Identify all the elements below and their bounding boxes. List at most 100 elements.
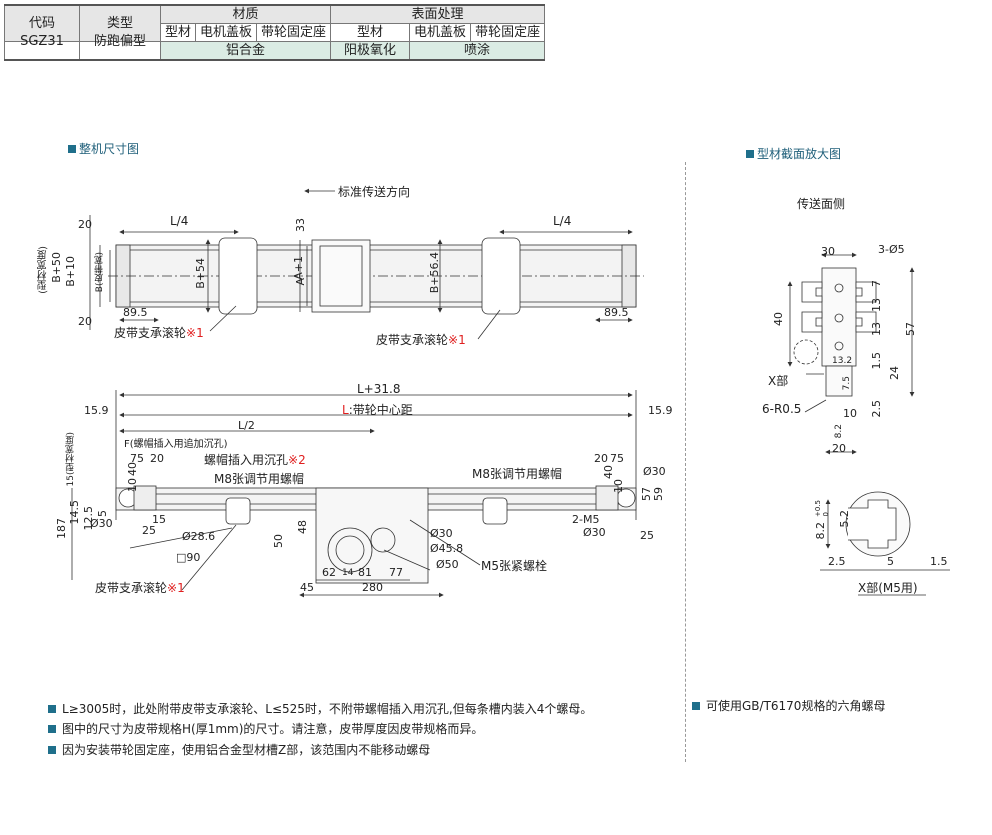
sec-dim-82: 8.2 — [834, 424, 844, 439]
direction-label: 标准传送方向 — [338, 185, 411, 199]
dim-20-left: 20 — [150, 452, 164, 465]
header-surface: 表面处理 — [330, 4, 546, 24]
section-title-overall: 整机尺寸图 — [68, 140, 139, 157]
dim-l4-right: L/4 — [553, 214, 572, 228]
roller-label-right: 皮带支承滚轮※1 — [376, 333, 466, 347]
x-part-label: X部 — [768, 374, 789, 388]
dim-20-top: 20 — [78, 218, 92, 231]
sec-dim-75: 7.5 — [842, 376, 852, 391]
dim-25-left: 25 — [142, 524, 156, 537]
det-dim-52: 5.2 — [838, 510, 851, 528]
note-3: 因为安装带轮固定座，使用铝合金型材槽Z部，该范围内不能移动螺母 — [48, 741, 430, 758]
section-title-profile: 型材截面放大图 — [746, 145, 841, 162]
det-dim-15: 1.5 — [930, 555, 948, 568]
sec-dim-13b: 13 — [870, 322, 883, 336]
m8-nut-right: M8张调节用螺帽 — [472, 467, 562, 481]
sec-dim-7: 7 — [870, 280, 883, 287]
dim-159-right: 15.9 — [648, 404, 673, 417]
det-dim-25: 2.5 — [828, 555, 846, 568]
dim-75-right: 75 — [610, 452, 624, 465]
det-dim-82: 8.2 — [814, 522, 827, 540]
dim-77: 77 — [389, 566, 403, 579]
section-drawing — [787, 252, 915, 455]
dim-a: A — [294, 278, 307, 286]
dim-50: 50 — [272, 534, 285, 548]
dim-145: 14.5 — [68, 500, 81, 525]
dim-phi30-left: Ø30 — [90, 517, 113, 530]
det-dim-5: 5 — [887, 555, 894, 568]
dim-48: 48 — [296, 520, 309, 534]
dim-10-left: 10 — [126, 478, 139, 492]
dim-10-right: 10 — [612, 479, 625, 493]
cell-type: 防跑偏型 — [79, 32, 161, 52]
x-part-m5-label: X部(M5用) — [858, 581, 918, 595]
dim-280: 280 — [362, 581, 383, 594]
nut-hole-label: 螺帽插入用沉孔※2 — [204, 453, 306, 467]
detail-drawing — [820, 491, 950, 596]
sub-sur-profile: 型材 — [330, 23, 411, 42]
sub-mat-profile: 型材 — [159, 23, 197, 42]
dim-40-left: 40 — [126, 462, 139, 476]
sec-dim-13a: 13 — [870, 298, 883, 312]
m8-nut-left: M8张调节用螺帽 — [214, 472, 304, 486]
dim-phi30-r2: Ø30 — [583, 526, 606, 539]
dim-159-left: 15.9 — [84, 404, 109, 417]
note-1: L≥3005时，此处附带皮带支承滚轮、L≤525时，不附带螺帽插入用沉孔,但每条… — [48, 700, 592, 717]
vertical-divider — [685, 162, 686, 762]
dim-l4-left: L/4 — [170, 214, 189, 228]
sec-dim-132: 13.2 — [832, 356, 853, 366]
dim-b54: B+54 — [194, 258, 207, 289]
square-bullet-icon — [48, 725, 56, 733]
dim-187: 187 — [55, 518, 68, 539]
right-note: 可使用GB/T6170规格的六角螺母 — [692, 697, 885, 714]
dim-25-right: 25 — [640, 529, 654, 542]
dim-125: 12.5 — [82, 506, 95, 531]
sub-sur-cover: 电机盖板 — [409, 23, 472, 42]
r05-label: 6-R0.5 — [762, 402, 802, 416]
sec-dim-3phi5: 3-Ø5 — [878, 243, 905, 256]
square-bullet-icon — [48, 705, 56, 713]
m5-bolt-label: M5张紧螺栓 — [481, 559, 547, 573]
dim-sq90: □90 — [176, 551, 201, 564]
sub-mat-cover: 电机盖板 — [195, 23, 258, 42]
dim-phi30-center: Ø30 — [430, 527, 453, 540]
dim-phi458: Ø45.8 — [430, 542, 464, 555]
roller-label-front: 皮带支承滚轮※1 — [95, 581, 185, 595]
dim-89-left: 89.5 — [123, 306, 148, 319]
spec-table: 代码 类型 材质 表面处理 型材 电机盖板 带轮固定座 型材 电机盖板 带轮固定… — [4, 4, 546, 61]
side-label-b10: B+10 — [64, 256, 77, 287]
dim-20-right: 20 — [594, 452, 608, 465]
note-2: 图中的尺寸为皮带规格H(厚1mm)的尺寸。请注意，皮带厚度因皮带规格而异。 — [48, 720, 483, 737]
dim-5: 5 — [96, 510, 109, 517]
top-view — [89, 188, 644, 340]
dim-phi30-r1: Ø30 — [643, 465, 666, 478]
side-label-belt-width: B(皮带宽) — [95, 252, 105, 293]
dim-2m5: 2-M5 — [572, 513, 600, 526]
cell-code: SGZ31 — [4, 32, 80, 52]
dim-75-left: 75 — [130, 452, 144, 465]
dim-15: 15 — [152, 513, 166, 526]
dim-20-bottom: 20 — [78, 315, 92, 328]
feed-side-label: 传送面侧 — [797, 197, 846, 211]
cell-sur-other: 喷涂 — [409, 41, 546, 61]
square-bullet-icon — [48, 746, 56, 754]
dim-89-right: 89.5 — [604, 306, 629, 319]
front-view — [71, 390, 637, 598]
dim-59: 59 — [652, 487, 665, 501]
det-tol-zero: 0 — [822, 512, 830, 517]
sec-dim-57: 57 — [904, 322, 917, 336]
square-bullet-icon — [68, 145, 76, 153]
sec-dim-30: 30 — [821, 245, 835, 258]
dim-phi50: Ø50 — [436, 558, 459, 571]
f-hole-label: F(螺帽插入用追加沉孔) — [124, 439, 228, 450]
dim-l2: L/2 — [238, 419, 255, 432]
cell-material: 铝合金 — [159, 41, 332, 61]
dim-a1: A+1 — [292, 256, 305, 280]
roller-label-left: 皮带支承滚轮※1 — [114, 326, 204, 340]
sec-dim-40: 40 — [772, 312, 785, 326]
dim-b564: B+56.4 — [428, 252, 441, 294]
sub-sur-seat: 带轮固定座 — [470, 23, 546, 42]
dim-l318: L+31.8 — [357, 382, 401, 396]
dim-81: 81 — [358, 566, 372, 579]
